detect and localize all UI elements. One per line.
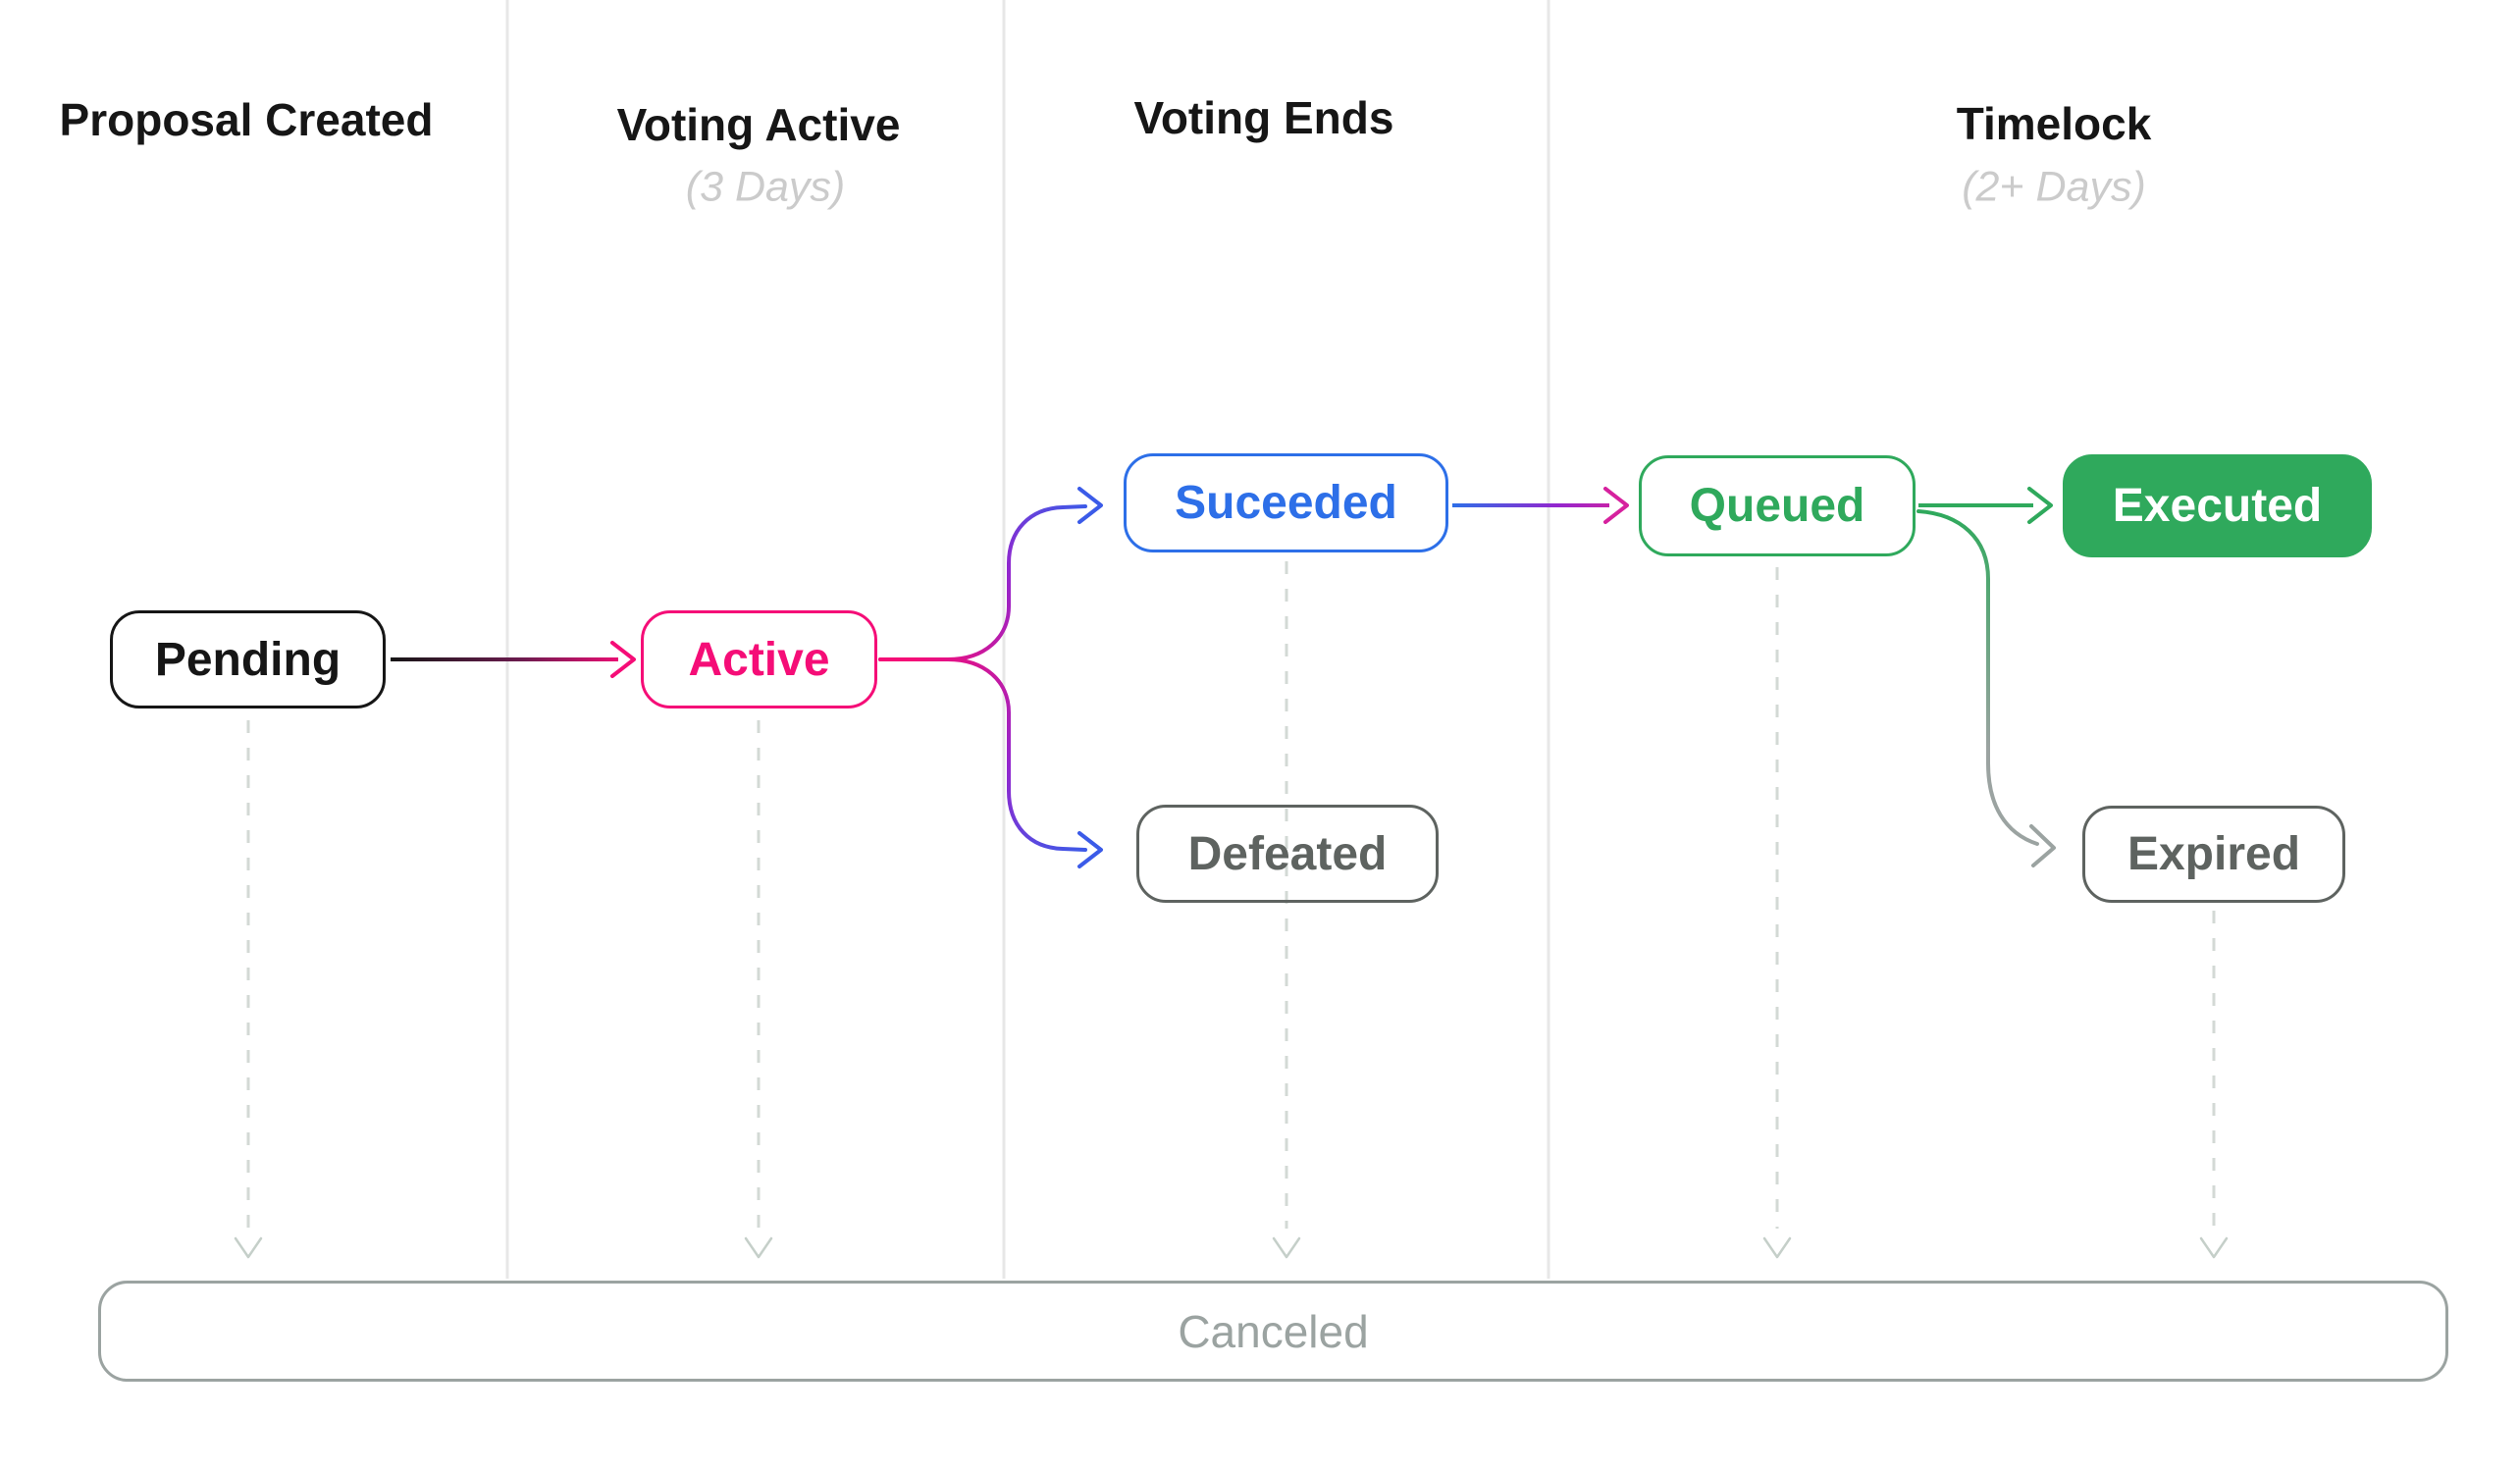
state-node-suceeded: Suceeded xyxy=(1124,453,1448,552)
column-title-timelock: Timelock xyxy=(1956,98,2152,149)
dashed-cancel-lines xyxy=(246,561,2216,1229)
state-node-queued: Queued xyxy=(1639,455,1916,556)
column-title-proposal-created: Proposal Created xyxy=(59,94,434,145)
column-subtitle-timelock-duration: (2+ Days) xyxy=(1962,163,2146,211)
state-node-canceled: Canceled xyxy=(98,1281,2448,1382)
column-subtitle-voting-active-duration: (3 Days) xyxy=(685,163,846,211)
arrow-active-suceeded xyxy=(878,487,1103,661)
arrow-suceeded-queued xyxy=(1452,487,1629,524)
state-node-expired: Expired xyxy=(2082,806,2345,903)
state-node-pending: Pending xyxy=(110,610,386,708)
column-title-voting-ends: Voting Ends xyxy=(1133,92,1394,143)
state-node-executed: Executed xyxy=(2063,454,2372,557)
dashed-cancel-arrowheads xyxy=(234,1236,2229,1259)
column-title-voting-active: Voting Active xyxy=(616,99,901,150)
state-node-active: Active xyxy=(641,610,877,708)
arrow-pending-active xyxy=(391,641,636,678)
arrow-queued-executed xyxy=(1918,487,2053,524)
state-node-defeated: Defeated xyxy=(1136,805,1439,903)
column-separator-lines xyxy=(505,0,1550,1279)
arrow-active-defeated xyxy=(878,657,1103,868)
arrow-queued-expired xyxy=(1916,509,2056,867)
